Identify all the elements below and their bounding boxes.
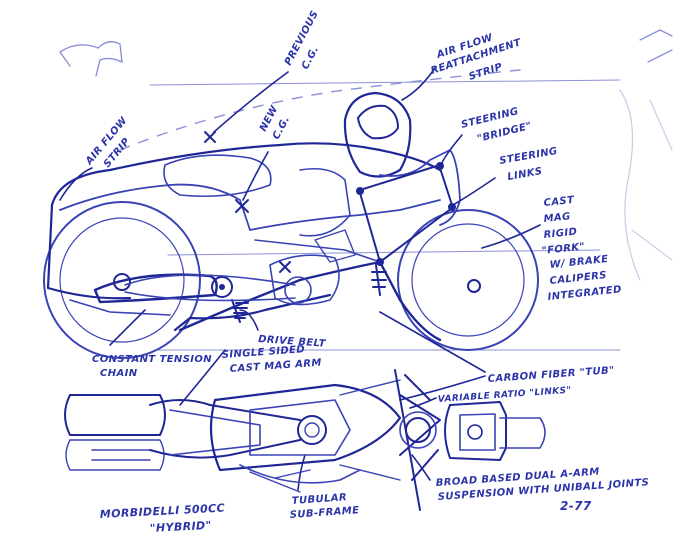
leader-lines [59,67,541,491]
label-cast-mag-5: W/ BRAKE [549,254,609,271]
label-tubular-1: TUBULAR [291,492,347,507]
ghost-sketches [59,29,673,281]
label-single-sided-1: SINGLE SIDED [221,344,305,361]
label-cast-mag-4: "FORK" [541,241,586,256]
label-constant-tension-1: CONSTANT TENSION [92,354,212,365]
label-steering-links-2: LINKS [507,166,544,183]
label-previous-cg-2: C.G. [300,44,321,71]
label-cast-mag-1: CAST [543,195,575,209]
label-date: 2-77 [560,499,592,513]
label-tubular-2: SUB-FRAME [289,505,359,521]
construction-lines [149,79,621,351]
label-steering-links-1: STEERING [499,146,559,167]
label-cast-mag-7: INTEGRATED [547,284,622,303]
label-drive-belt: DRIVE BELT [258,334,327,350]
rear-wheel [43,201,201,359]
front-wheel [397,209,539,351]
top-view-chassis [64,369,546,511]
label-reattach-3: STRIP [468,62,505,83]
label-cast-mag-3: RIGID [543,227,578,241]
label-variable-ratio: VARIABLE RATIO "LINKS" [438,386,572,405]
label-cast-mag-2: MAG [543,211,571,225]
label-constant-tension-2: CHAIN [100,368,138,379]
cg-markers [204,131,291,273]
label-single-sided-2: CAST MAG ARM [229,358,322,375]
label-cast-mag-6: CALIPERS [549,270,607,287]
label-carbon-tub: CARBON FIBER "TUB" [487,365,615,385]
label-title-note-2: "HYBRID" [149,519,212,533]
side-view-motorcycle [43,69,539,359]
